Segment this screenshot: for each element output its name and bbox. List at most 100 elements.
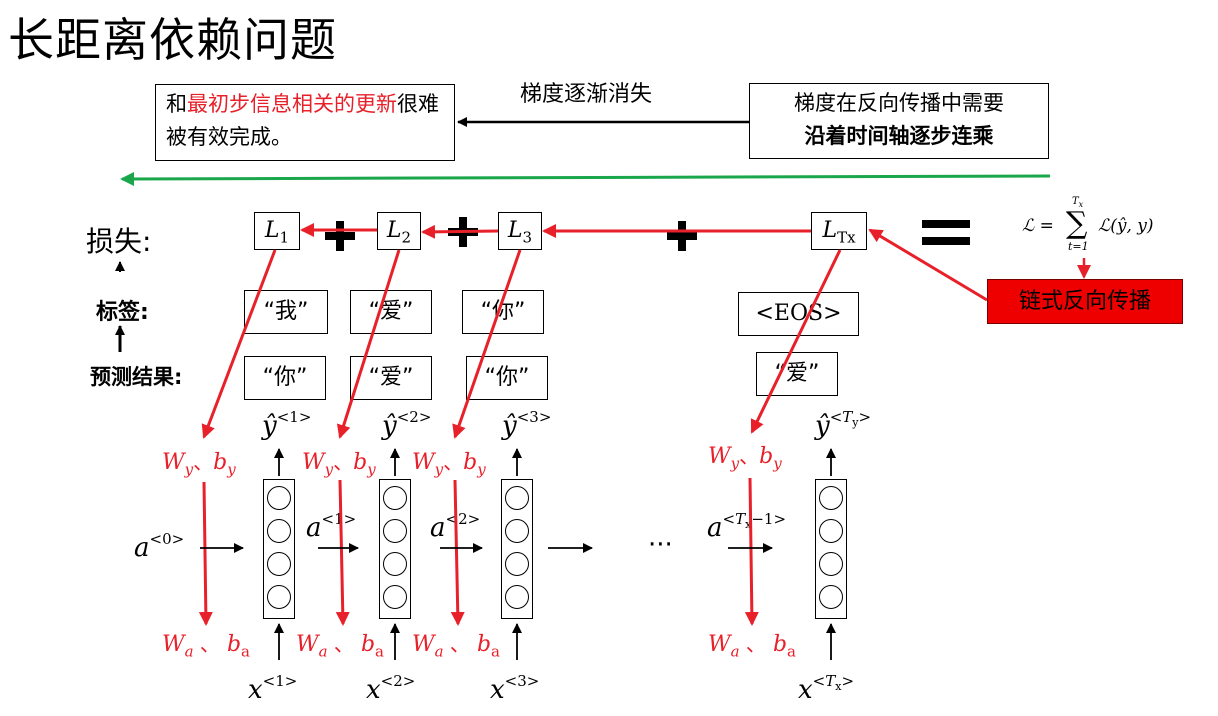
loss-sub: Tx	[837, 228, 856, 247]
chain-arrow	[868, 228, 988, 302]
b-sym: b	[360, 632, 376, 657]
w-sym: W	[412, 632, 435, 657]
wa-label-tx: Wa 、 ba	[708, 628, 796, 660]
act-sup: <2>	[445, 510, 481, 528]
input-base: x	[490, 675, 505, 705]
neuron	[383, 585, 407, 609]
rnn-cell-3	[501, 479, 533, 619]
loss-sub: 2	[401, 228, 412, 247]
sep: 、	[333, 450, 354, 474]
wa-label-1: Wa 、 ba	[162, 628, 250, 660]
loss-formula: ℒ = Tx ∑ t=1 ℒ(ŷ, y)	[1022, 196, 1172, 256]
wa-label-2: Wa 、 ba	[296, 628, 384, 660]
wy-label-3: Wy、by	[412, 446, 486, 478]
b-sym: b	[213, 450, 228, 475]
output-sup: <Ty>	[830, 408, 872, 429]
output-sup: <2>	[396, 408, 432, 426]
b-sym: b	[476, 632, 492, 657]
sup-post: >	[858, 408, 872, 426]
wy-wa-arrow-tx	[744, 477, 759, 626]
neuron	[819, 519, 843, 543]
b-sym: b	[772, 632, 788, 657]
note-left-post: 很难被有效完成。	[166, 92, 439, 149]
note-gradient-multiply: 梯度在反向传播中需要 沿着时间轴逐步连乘	[749, 83, 1049, 159]
b-sym: b	[353, 450, 368, 475]
losstx-wy-arrow	[750, 249, 842, 434]
plus-icon	[325, 221, 355, 251]
input-base: x	[248, 675, 263, 705]
note-right-line2: 沿着时间轴逐步连乘	[804, 124, 994, 148]
w-sym: W	[708, 632, 731, 657]
act-base: a	[306, 513, 322, 543]
formula-rhs: ℒ(ŷ, y)	[1098, 216, 1154, 236]
w-sub: a	[730, 642, 740, 661]
output-base: ŷ	[262, 411, 277, 441]
green-timeline-arrow	[120, 171, 1051, 186]
output-y-2: ŷ<2>	[382, 408, 431, 441]
w-sub: y	[324, 460, 334, 479]
neuron	[267, 585, 291, 609]
b-sym: b	[463, 450, 478, 475]
note-left-pre: 和	[166, 92, 187, 116]
neuron	[505, 585, 529, 609]
input-sup: <3>	[504, 672, 540, 690]
act-sup: <1>	[321, 510, 357, 528]
b-sub: y	[773, 454, 782, 473]
wy-wa-arrow-3	[450, 479, 465, 626]
w-sub: a	[318, 642, 328, 661]
sup-var: T	[825, 672, 836, 690]
rnn-cell-1	[263, 479, 295, 619]
sep: 、	[193, 450, 214, 474]
b-sub: a	[241, 642, 250, 661]
output-base: ŷ	[815, 411, 830, 441]
act-base: a	[430, 513, 446, 543]
row-label-pred: 预测结果:	[90, 365, 183, 389]
neuron	[819, 552, 843, 576]
wa-label-3: Wa 、 ba	[412, 628, 500, 660]
b-sub: y	[227, 460, 236, 479]
output-sup: <3>	[516, 408, 552, 426]
wy-label-tx: Wy、by	[708, 440, 782, 472]
row-label-tag: 标签:	[96, 300, 149, 325]
w-sub: y	[184, 460, 194, 479]
input-x-tx: x<Tx>	[798, 672, 854, 705]
b-sub: a	[375, 642, 384, 661]
formula-sum-bottom: t=1	[1068, 240, 1089, 253]
act-sup: <Tx−1>	[723, 510, 787, 531]
sep: 、	[739, 444, 760, 468]
w-sub: a	[434, 642, 444, 661]
b-sub: y	[367, 460, 376, 479]
sep: 、	[193, 632, 220, 656]
input-sup: <2>	[380, 672, 416, 690]
loss-sub: 1	[279, 228, 290, 247]
formula-lhs: ℒ =	[1022, 216, 1054, 236]
input-sup: <1>	[262, 672, 298, 690]
neuron	[505, 519, 529, 543]
w-sym: W	[412, 450, 435, 475]
plus-icon	[667, 221, 697, 251]
rnn-cell-tx	[815, 479, 847, 619]
formula-sum-top-sub: x	[1078, 200, 1084, 209]
input-sup: <Tx>	[813, 672, 854, 693]
neuron	[267, 486, 291, 510]
activation-a-2: a<2>	[430, 510, 480, 543]
sup-var: T	[735, 510, 746, 528]
wy-wa-arrow-1	[198, 481, 213, 626]
w-sym: W	[296, 632, 319, 657]
activation-a-1: a<1>	[306, 510, 356, 543]
equals-icon	[922, 220, 970, 246]
w-sym: W	[162, 632, 185, 657]
neuron	[267, 519, 291, 543]
sup-var: T	[842, 408, 853, 426]
neuron	[505, 486, 529, 510]
input-x-2: x<2>	[366, 672, 415, 705]
note-left-red: 最初步信息相关的更新	[187, 92, 397, 116]
sep: 、	[327, 632, 354, 656]
b-sub: y	[477, 460, 486, 479]
wy-label-1: Wy、by	[162, 446, 236, 478]
loss-name: L	[507, 218, 523, 243]
sup-post: −1>	[751, 510, 787, 528]
sep: 、	[739, 632, 766, 656]
gradient-vanish-label: 梯度逐渐消失	[520, 82, 653, 107]
